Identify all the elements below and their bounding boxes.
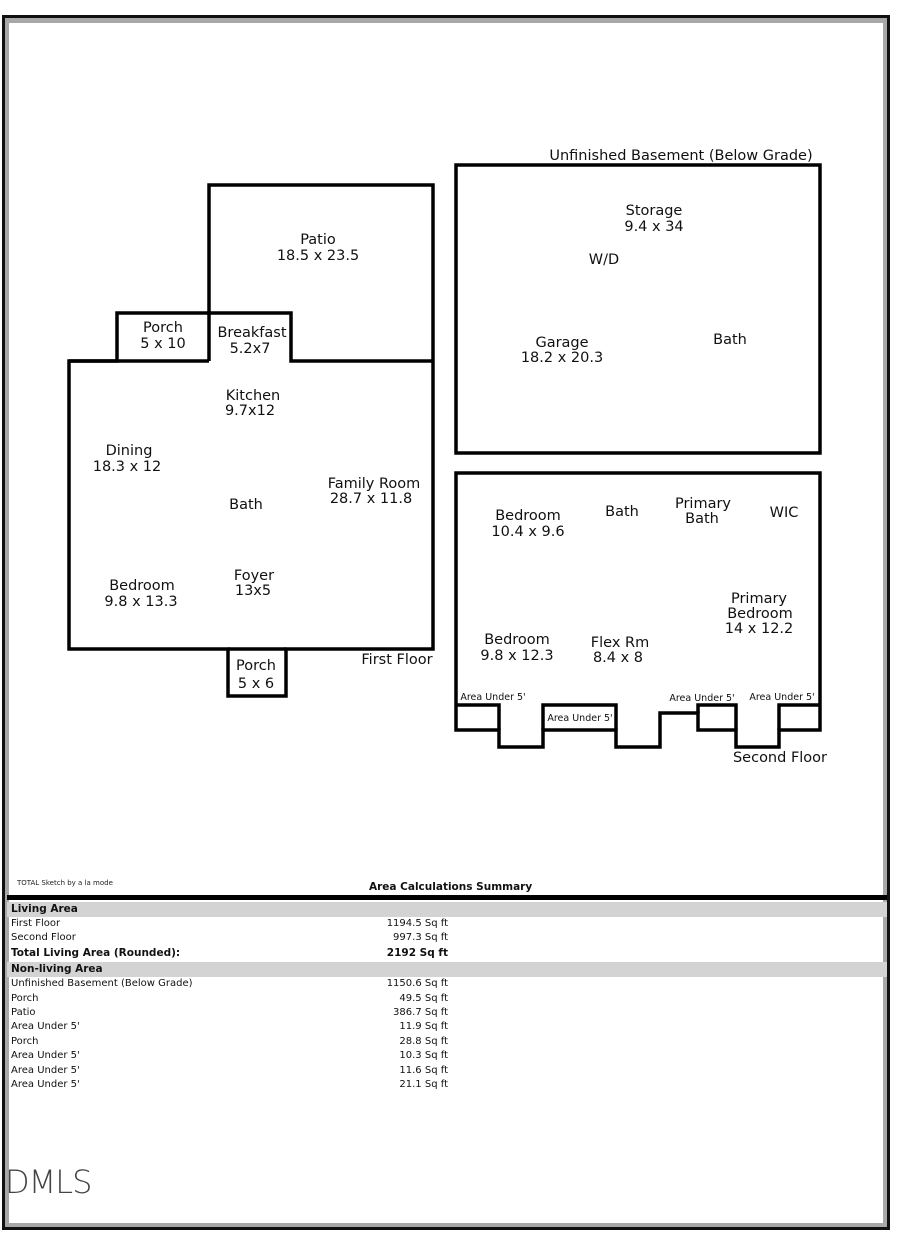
first-floor-label: First Floor <box>361 652 432 668</box>
room-kitchen: Kitchen <box>226 388 281 404</box>
room-wic: WIC <box>770 505 799 521</box>
room-bedroom-first: Bedroom <box>109 578 175 594</box>
room-foyer-dims: 13x5 <box>235 583 271 599</box>
room-primary-bedroom: Primary <box>731 591 787 607</box>
room-bath-second: Bath <box>605 504 639 520</box>
page-frame <box>2 15 890 1230</box>
room-patio-dims: 18.5 x 23.5 <box>277 248 359 264</box>
area-under-5-label-3: Area Under 5' <box>669 693 734 704</box>
table-row: Area Under 5' 11.9 Sq ft <box>11 1021 448 1033</box>
room-dining-dims: 18.3 x 12 <box>93 459 162 475</box>
room-porch-front-dims: 5 x 6 <box>238 676 274 692</box>
room-primary-bedroom-2: Bedroom <box>727 606 793 622</box>
room-storage: Storage <box>626 203 683 219</box>
non-living-area-heading: Non-living Area <box>7 962 887 978</box>
basement-label: Unfinished Basement (Below Grade) <box>549 148 812 164</box>
room-porch-front: Porch <box>236 658 276 674</box>
room-patio: Patio <box>300 232 336 248</box>
room-garage: Garage <box>535 335 588 351</box>
area-calculations-summary: TOTAL Sketch by a la mode Area Calculati… <box>7 877 887 1092</box>
room-family: Family Room <box>328 476 421 492</box>
porch-breakfast-walls <box>69 311 433 363</box>
area-under-5-label-4: Area Under 5' <box>749 692 814 703</box>
room-bedroom-2b: Bedroom <box>484 632 550 648</box>
room-primary-bath-2: Bath <box>685 511 719 527</box>
table-row: Area Under 5' 10.3 Sq ft <box>11 1050 448 1062</box>
room-porch-rear: Porch <box>143 320 183 336</box>
room-bath-basement: Bath <box>713 332 747 348</box>
room-kitchen-dims: 9.7x12 <box>225 403 275 419</box>
room-bath-first: Bath <box>229 497 263 513</box>
room-family-dims: 28.7 x 11.8 <box>330 491 412 507</box>
room-bedroom-first-dims: 9.8 x 13.3 <box>104 594 177 610</box>
room-foyer: Foyer <box>234 568 274 584</box>
floor-plan-sketch: Patio 18.5 x 23.5 Porch 5 x 10 Breakfast… <box>67 148 827 766</box>
table-row: Porch 49.5 Sq ft <box>11 992 448 1004</box>
basement-outline <box>454 163 822 455</box>
first-floor-outline <box>67 183 435 698</box>
living-area-heading: Living Area <box>7 902 887 917</box>
summary-divider <box>7 895 887 900</box>
room-bedroom-2b-dims: 9.8 x 12.3 <box>480 648 553 664</box>
room-primary-bath: Primary <box>675 496 731 512</box>
table-row: Unfinished Basement (Below Grade) 1150.6… <box>11 978 448 990</box>
room-breakfast: Breakfast <box>217 325 286 341</box>
area-under-5-label-2: Area Under 5' <box>547 713 612 724</box>
room-breakfast-dims: 5.2x7 <box>230 341 271 357</box>
dmls-watermark: DMLS <box>5 1163 92 1201</box>
summary-header: TOTAL Sketch by a la mode Area Calculati… <box>7 877 887 894</box>
room-flex: Flex Rm <box>591 635 649 651</box>
room-dining: Dining <box>106 443 153 459</box>
room-storage-dims: 9.4 x 34 <box>624 219 683 235</box>
table-row: Patio 386.7 Sq ft <box>11 1006 448 1018</box>
room-wd: W/D <box>589 252 619 268</box>
sketch-credit: TOTAL Sketch by a la mode <box>17 879 113 887</box>
total-living-row: Total Living Area (Rounded): 2192 Sq ft <box>11 946 448 959</box>
table-row: Porch 28.8 Sq ft <box>11 1035 448 1047</box>
room-porch-rear-dims: 5 x 10 <box>140 336 185 352</box>
area-under-5-walls <box>456 703 820 730</box>
room-bedroom-2a-dims: 10.4 x 9.6 <box>491 524 564 540</box>
room-bedroom-2a: Bedroom <box>495 508 561 524</box>
table-row: Area Under 5' 11.6 Sq ft <box>11 1064 448 1076</box>
summary-title: Area Calculations Summary <box>369 881 533 893</box>
room-primary-bedroom-dims: 14 x 12.2 <box>725 621 794 637</box>
second-floor-label: Second Floor <box>733 750 827 766</box>
area-under-5-label-1: Area Under 5' <box>460 692 525 703</box>
page-frame-inner <box>5 18 887 1227</box>
room-garage-dims: 18.2 x 20.3 <box>521 350 603 366</box>
table-row: Area Under 5' 21.1 Sq ft <box>11 1078 448 1090</box>
room-flex-dims: 8.4 x 8 <box>593 650 643 666</box>
table-row: Second Floor 997.3 Sq ft <box>11 932 448 944</box>
table-row: First Floor 1194.5 Sq ft <box>11 918 448 929</box>
